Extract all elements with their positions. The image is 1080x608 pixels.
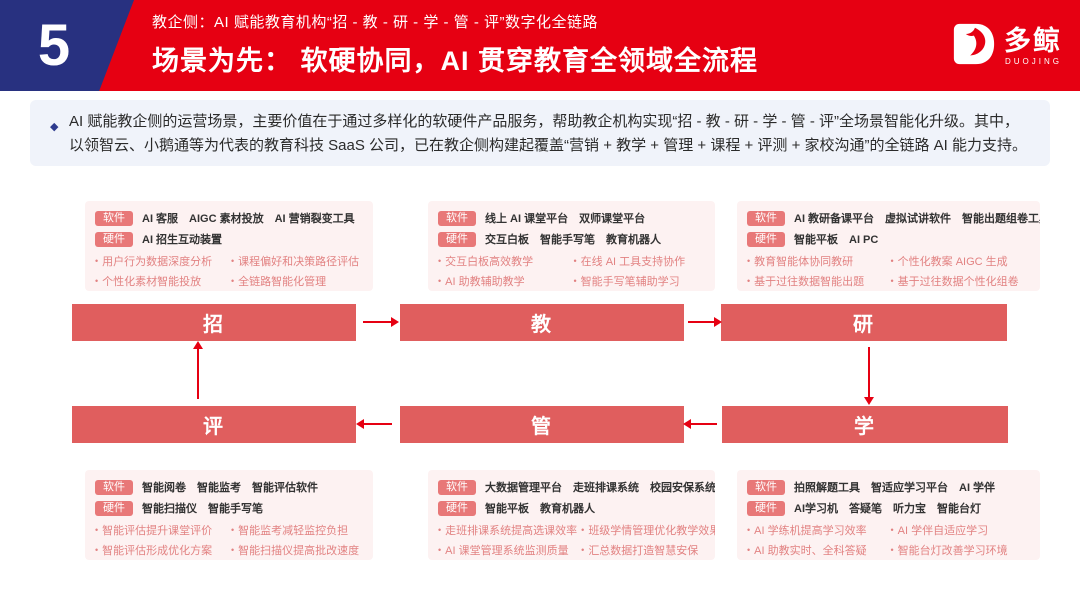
feature-bullet: AI 助教实时、全科答疑 [747, 542, 887, 558]
software-row: 软件 大数据管理平台 走班排课系统 校园安保系统 [438, 479, 715, 495]
stage-bar-yan: 研 [721, 304, 1007, 341]
hardware-items: 智能扫描仪 智能手写笔 [142, 503, 263, 515]
software-items: AI 教研备课平台 虚拟试讲软件 智能出题组卷工具 [794, 213, 1040, 225]
feature-bullet: 走班排课系统提高选课效率 [438, 522, 577, 538]
software-tag: 软件 [438, 210, 476, 226]
brand-name: 多鲸 [1004, 26, 1062, 57]
software-tag: 软件 [95, 479, 133, 495]
card-stage-教: 软件 线上 AI 课堂平台 双师课堂平台 硬件 交互白板 智能手写笔 教育机器人… [428, 201, 715, 291]
software-tag: 软件 [438, 479, 476, 495]
feature-bullet: 智能台灯改善学习环境 [891, 542, 1031, 558]
hardware-items: 交互白板 智能手写笔 教育机器人 [485, 234, 661, 246]
bullets-list: 用户行为数据深度分析课程偏好和决策路径评估个性化素材智能投放全链路智能化管理 [95, 253, 363, 289]
feature-bullet: 智能扫描仪提高批改速度 [231, 542, 363, 558]
hardware-items: 智能平板 教育机器人 [485, 503, 595, 515]
feature-bullet: 交互白板高效教学 [438, 253, 570, 269]
arrow-ping-to-zhao-icon [193, 341, 203, 399]
hardware-row: 硬件 AI学习机 答疑笔 听力宝 智能台灯 [747, 500, 1030, 516]
brand-text: 多鲸 DUOJING [1004, 26, 1062, 66]
arrow-zhao-to-jiao-icon [363, 317, 399, 327]
feature-bullet: 智能监考减轻监控负担 [231, 522, 363, 538]
stage-bar-jiao: 教 [400, 304, 684, 341]
feature-bullet: 基于过往数据智能出题 [747, 273, 887, 289]
feature-bullet: 智能评估形成优化方案 [95, 542, 227, 558]
stage-bar-ping: 评 [72, 406, 356, 443]
header: 5 教企侧：AI 赋能教育机构“招 - 教 - 研 - 学 - 管 - 评”数字… [0, 0, 1080, 91]
feature-bullet: AI 学伴自适应学习 [891, 522, 1031, 538]
software-tag: 软件 [95, 210, 133, 226]
software-items: 大数据管理平台 走班排课系统 校园安保系统 [485, 482, 715, 494]
bullets-list: 智能评估提升课堂评价智能监考减轻监控负担智能评估形成优化方案智能扫描仪提高批改速… [95, 522, 363, 558]
software-tag: 软件 [747, 210, 785, 226]
feature-bullet: 班级学情管理优化教学效果 [581, 522, 715, 538]
software-row: 软件 AI 客服 AIGC 素材投放 AI 营销裂变工具 [95, 210, 363, 226]
feature-bullet: 基于过往数据个性化组卷 [891, 273, 1031, 289]
feature-bullet: AI 课堂管理系统监测质量 [438, 542, 577, 558]
summary-text: ◆AI 赋能教企侧的运营场景，主要价值在于通过多样化的软硬件产品服务，帮助教企机… [50, 113, 1028, 154]
stage-bar-zhao: 招 [72, 304, 356, 341]
header-titles: 教企侧：AI 赋能教育机构“招 - 教 - 研 - 学 - 管 - 评”数字化全… [152, 11, 758, 78]
card-stage-招: 软件 AI 客服 AIGC 素材投放 AI 营销裂变工具 硬件 AI 招生互动装… [85, 201, 373, 291]
hardware-row: 硬件 AI 招生互动装置 [95, 231, 363, 247]
stage-bar-guan: 管 [400, 406, 684, 443]
page-number: 5 [37, 12, 71, 78]
software-row: 软件 线上 AI 课堂平台 双师课堂平台 [438, 210, 705, 226]
bullets-list: 走班排课系统提高选课效率班级学情管理优化教学效果AI 课堂管理系统监测质量汇总数… [438, 522, 715, 558]
arrow-guan-to-ping-icon [356, 419, 392, 429]
summary-panel: ◆AI 赋能教企侧的运营场景，主要价值在于通过多样化的软硬件产品服务，帮助教企机… [30, 100, 1050, 166]
hardware-tag: 硬件 [438, 231, 476, 247]
hardware-tag: 硬件 [747, 500, 785, 516]
feature-bullet: 个性化教案 AIGC 生成 [891, 253, 1031, 269]
software-row: 软件 拍照解题工具 智适应学习平台 AI 学伴 [747, 479, 1030, 495]
hardware-tag: 硬件 [95, 500, 133, 516]
stage-bar-xue: 学 [722, 406, 1008, 443]
bullets-list: 教育智能体协同教研个性化教案 AIGC 生成基于过往数据智能出题基于过往数据个性… [747, 253, 1030, 289]
card-stage-管: 软件 大数据管理平台 走班排课系统 校园安保系统 硬件 智能平板 教育机器人 走… [428, 470, 715, 560]
software-row: 软件 AI 教研备课平台 虚拟试讲软件 智能出题组卷工具 [747, 210, 1040, 226]
hardware-items: AI 招生互动装置 [142, 234, 223, 246]
feature-bullet: 教育智能体协同教研 [747, 253, 887, 269]
software-items: 线上 AI 课堂平台 双师课堂平台 [485, 213, 646, 225]
hardware-tag: 硬件 [95, 231, 133, 247]
bullets-list: 交互白板高效教学在线 AI 工具支持协作AI 助教辅助教学智能手写笔辅助学习 [438, 253, 705, 289]
feature-bullet: 智能评估提升课堂评价 [95, 522, 227, 538]
card-stage-评: 软件 智能阅卷 智能监考 智能评估软件 硬件 智能扫描仪 智能手写笔 智能评估提… [85, 470, 373, 560]
software-items: 拍照解题工具 智适应学习平台 AI 学伴 [794, 482, 996, 494]
software-row: 软件 智能阅卷 智能监考 智能评估软件 [95, 479, 363, 495]
card-stage-研: 软件 AI 教研备课平台 虚拟试讲软件 智能出题组卷工具 硬件 智能平板 AI … [737, 201, 1040, 291]
feature-bullet: 课程偏好和决策路径评估 [231, 253, 363, 269]
arrow-xue-to-guan-icon [683, 419, 717, 429]
arrow-yan-to-xue-icon [864, 347, 874, 405]
software-items: AI 客服 AIGC 素材投放 AI 营销裂变工具 [142, 213, 355, 225]
feature-bullet: 用户行为数据深度分析 [95, 253, 227, 269]
hardware-tag: 硬件 [747, 231, 785, 247]
feature-bullet: AI 助教辅助教学 [438, 273, 570, 289]
feature-bullet: AI 学练机提高学习效率 [747, 522, 887, 538]
hardware-items: 智能平板 AI PC [794, 234, 879, 246]
feature-bullet: 智能手写笔辅助学习 [574, 273, 706, 289]
brand-subname: DUOJING [1005, 56, 1062, 66]
software-tag: 软件 [747, 479, 785, 495]
brand-logo: 多鲸 DUOJING [951, 21, 1062, 72]
arrow-jiao-to-yan-icon [688, 317, 722, 327]
software-items: 智能阅卷 智能监考 智能评估软件 [142, 482, 318, 494]
feature-bullet: 全链路智能化管理 [231, 273, 363, 289]
card-stage-学: 软件 拍照解题工具 智适应学习平台 AI 学伴 硬件 AI学习机 答疑笔 听力宝… [737, 470, 1040, 560]
hardware-items: AI学习机 答疑笔 听力宝 智能台灯 [794, 503, 981, 515]
bullets-list: AI 学练机提高学习效率AI 学伴自适应学习AI 助教实时、全科答疑智能台灯改善… [747, 522, 1030, 558]
hardware-row: 硬件 智能平板 AI PC [747, 231, 1030, 247]
feature-bullet: 在线 AI 工具支持协作 [574, 253, 706, 269]
hardware-tag: 硬件 [438, 500, 476, 516]
page-number-badge: 5 [0, 0, 134, 91]
hardware-row: 硬件 智能平板 教育机器人 [438, 500, 705, 516]
feature-bullet: 汇总数据打造智慧安保 [581, 542, 715, 558]
feature-bullet: 个性化素材智能投放 [95, 273, 227, 289]
hardware-row: 硬件 智能扫描仪 智能手写笔 [95, 500, 363, 516]
whale-icon [951, 21, 997, 72]
hardware-row: 硬件 交互白板 智能手写笔 教育机器人 [438, 231, 705, 247]
page-title: 场景为先： 软硬协同，AI 贯穿教育全领域全流程 [152, 46, 759, 76]
kicker-text: 教企侧：AI 赋能教育机构“招 - 教 - 研 - 学 - 管 - 评”数字化全… [152, 14, 598, 31]
diamond-bullet-icon: ◆ [50, 121, 59, 133]
